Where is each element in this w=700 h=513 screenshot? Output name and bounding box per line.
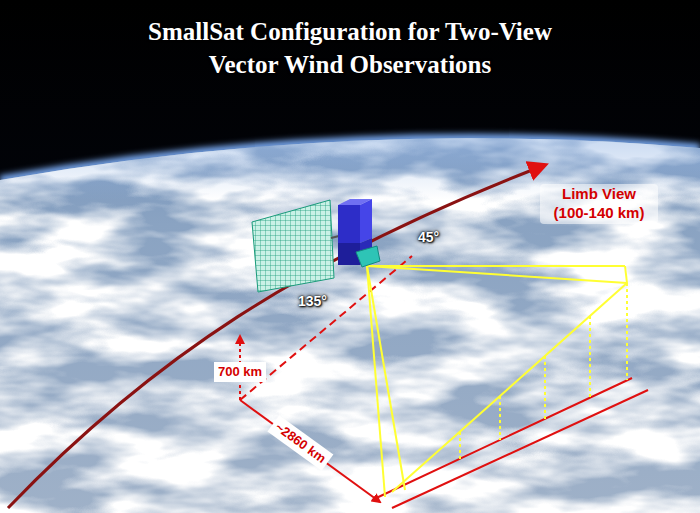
angle-label: 135°	[298, 293, 327, 310]
satellite	[252, 199, 380, 292]
view-beams	[367, 266, 627, 497]
altitude-label: 700 km	[214, 362, 266, 382]
swath-edge	[372, 378, 632, 500]
clouds	[0, 100, 700, 513]
title-text: SmallSat Configuration for Two-View Vect…	[115, 16, 585, 81]
projection-lines	[460, 283, 627, 459]
angle-label: 45°	[418, 229, 439, 246]
limb-view-label: Limb View (100-140 km)	[540, 184, 658, 224]
earth	[0, 100, 700, 513]
swath-edge	[392, 390, 648, 508]
distance-line	[240, 400, 380, 502]
earth-surface	[0, 100, 700, 513]
